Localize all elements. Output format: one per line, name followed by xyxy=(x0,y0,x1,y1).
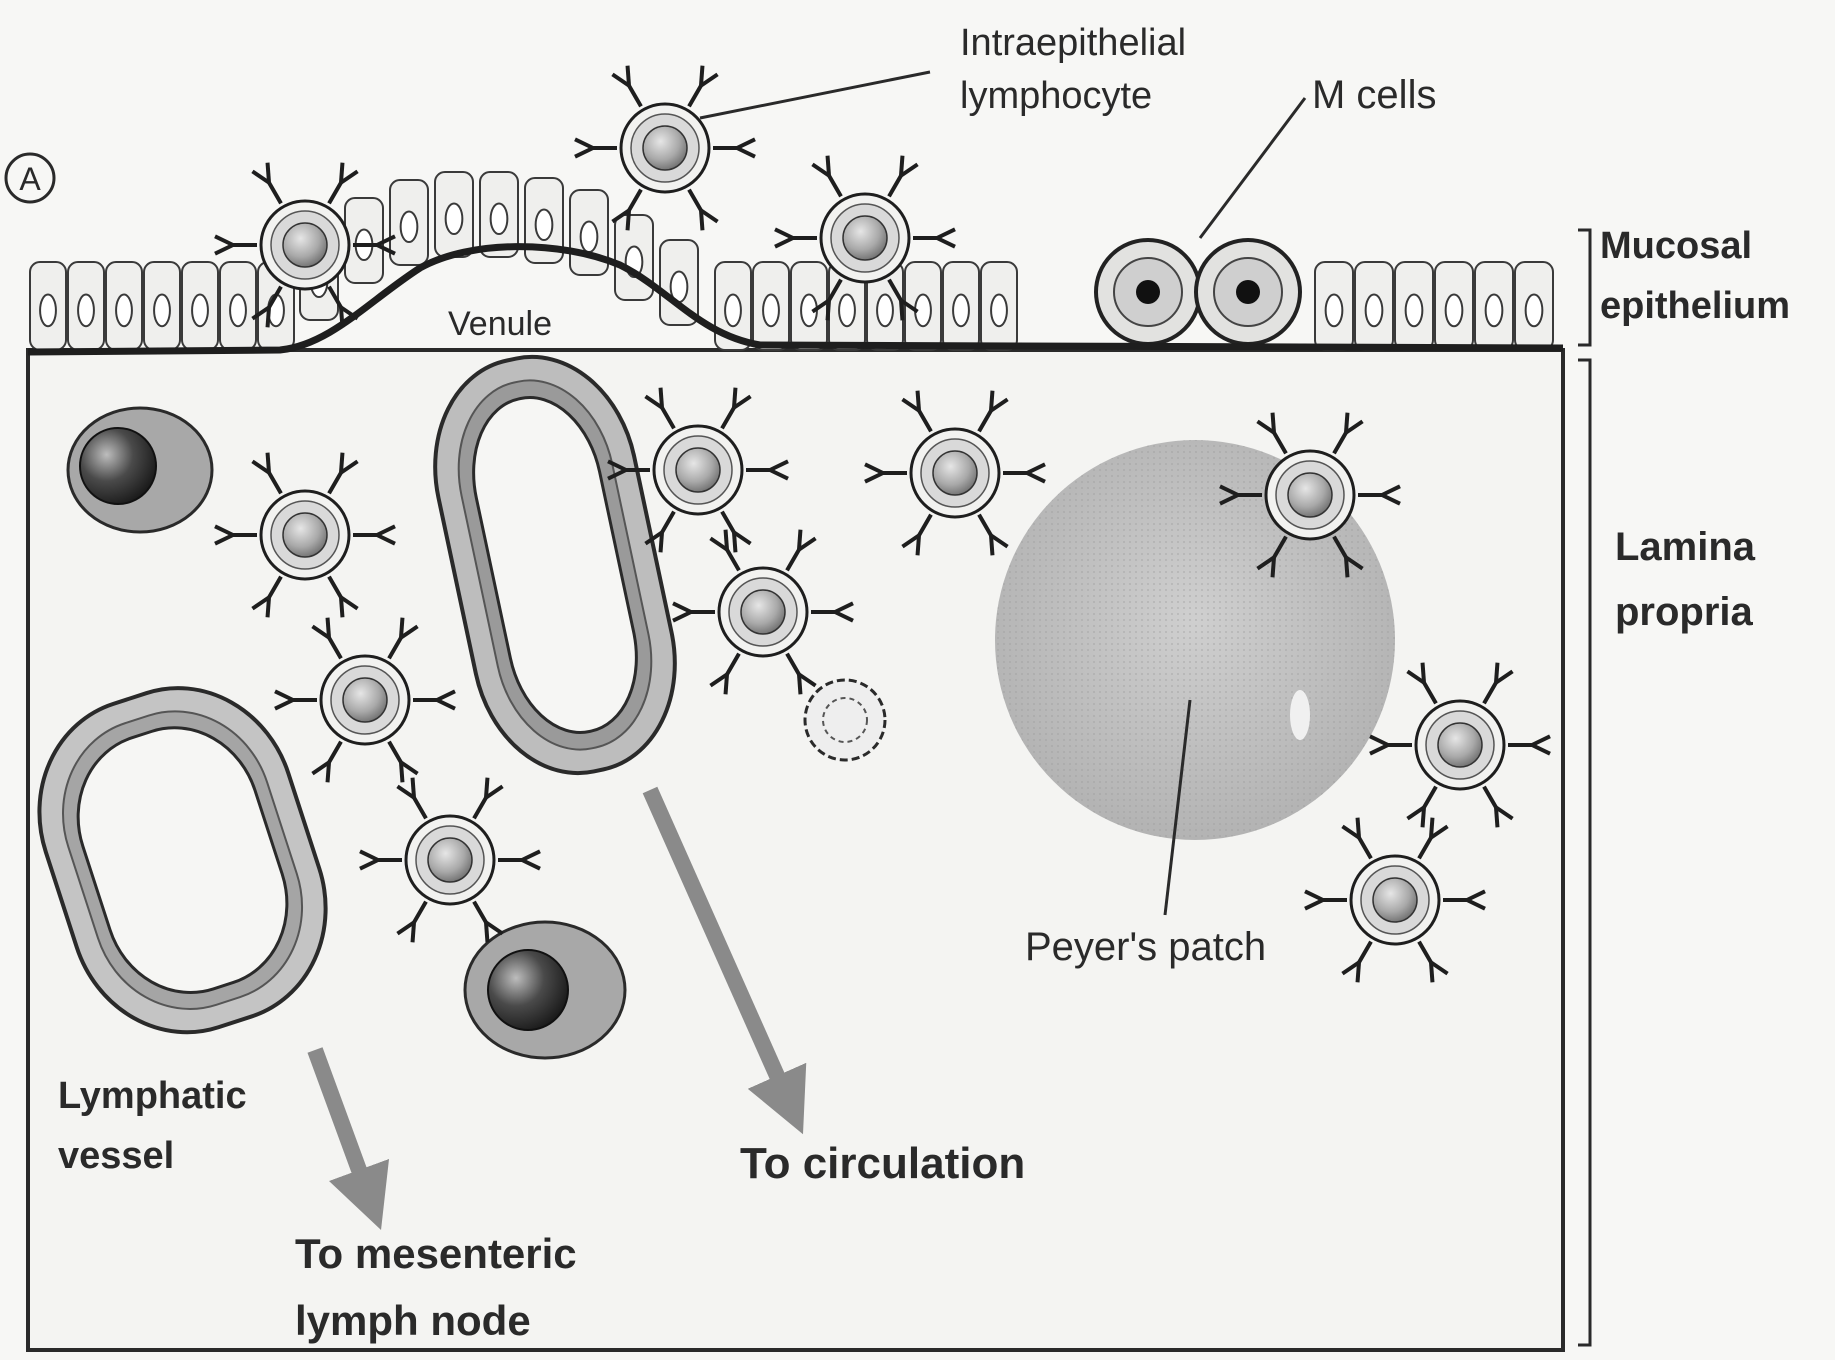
label-intraepithelial-1: Intraepithelial xyxy=(960,22,1186,64)
epithelial-cell xyxy=(435,172,473,257)
label-intraepithelial-2: lymphocyte xyxy=(960,75,1152,117)
leader-intraepithelial xyxy=(700,72,930,118)
label-m-cells: M cells xyxy=(1312,73,1436,117)
epithelial-cell xyxy=(220,262,256,350)
epithelial-cell xyxy=(182,262,218,350)
macrophage-2 xyxy=(465,922,625,1058)
epithelial-cell xyxy=(753,262,789,350)
bracket-mucosal xyxy=(1578,230,1590,345)
epithelial-cell xyxy=(1395,262,1433,350)
epithelial-cell xyxy=(345,198,383,283)
label-to-circulation: To circulation xyxy=(740,1139,1025,1188)
label-to-mesenteric-2: lymph node xyxy=(295,1297,531,1344)
label-lymphatic-2: vessel xyxy=(58,1135,174,1177)
label-lymphatic-1: Lymphatic xyxy=(58,1075,247,1117)
epithelial-cell xyxy=(615,215,653,300)
label-mucosal-1: Mucosal xyxy=(1600,225,1752,267)
label-to-mesenteric-1: To mesenteric xyxy=(295,1230,577,1277)
epithelial-cell xyxy=(1315,262,1353,350)
panel-letter: A xyxy=(19,161,41,197)
label-peyers-patch: Peyer's patch xyxy=(1025,925,1266,969)
m-cell xyxy=(1096,240,1200,344)
epithelial-cell xyxy=(1355,262,1393,350)
label-lamina-2: propria xyxy=(1615,590,1754,634)
epithelial-cell xyxy=(1515,262,1553,350)
m-cell xyxy=(1196,240,1300,344)
macrophage-1 xyxy=(68,408,212,532)
bracket-lamina xyxy=(1578,360,1590,1345)
epithelial-cell xyxy=(106,262,142,350)
small-cell xyxy=(805,680,885,760)
label-venule: Venule xyxy=(448,305,552,343)
epithelial-cell xyxy=(144,262,180,350)
mucosal-epithelium-layer xyxy=(30,172,1553,350)
epithelial-cell xyxy=(570,190,608,275)
epithelial-cell xyxy=(1435,262,1473,350)
epithelial-cell xyxy=(1475,262,1513,350)
label-lamina-1: Lamina xyxy=(1615,525,1756,569)
epithelial-cell xyxy=(68,262,104,350)
label-mucosal-2: epithelium xyxy=(1600,285,1790,327)
epithelial-cell xyxy=(30,262,66,350)
epithelial-cell xyxy=(943,262,979,350)
leader-m-cells xyxy=(1200,98,1305,238)
epithelial-cell xyxy=(981,262,1017,350)
